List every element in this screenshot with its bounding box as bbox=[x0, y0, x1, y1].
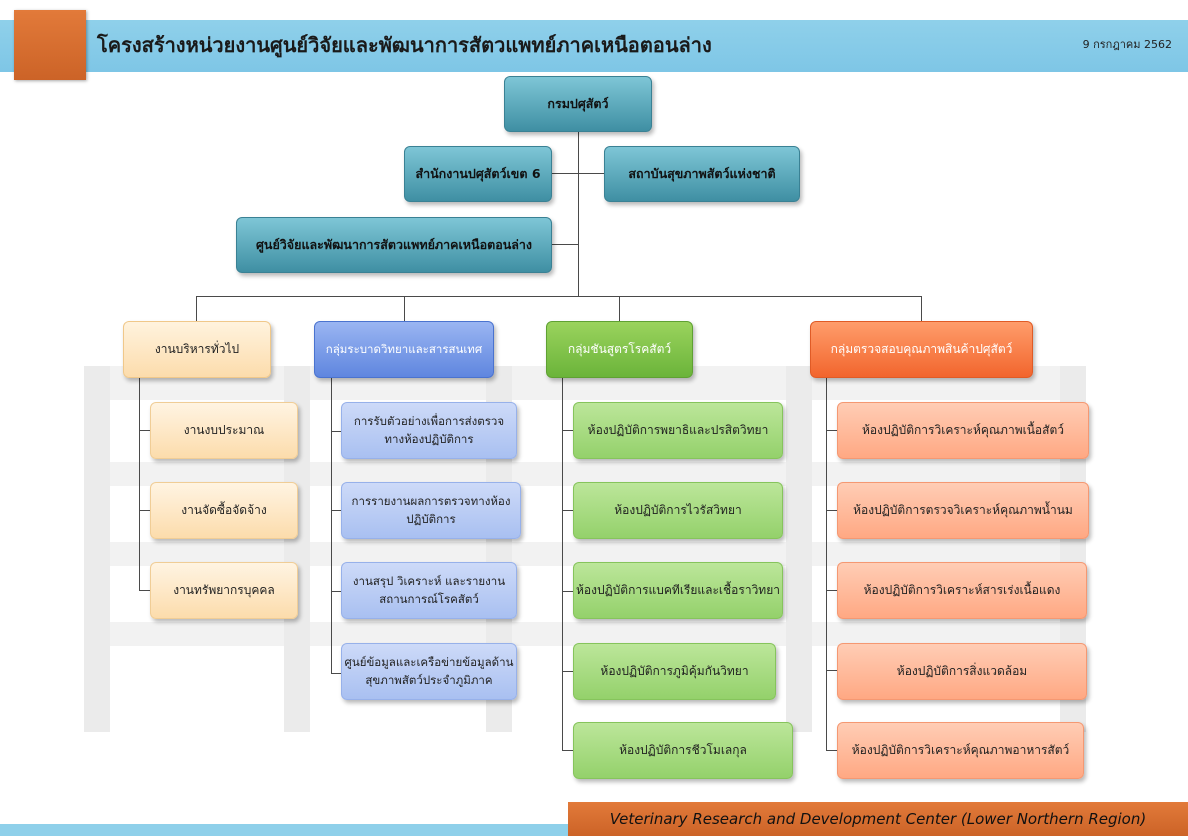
admin-item-budget: งานงบประมาณ bbox=[150, 402, 298, 459]
connector-line bbox=[826, 378, 827, 751]
item-label: ห้องปฏิบัติการพยาธิและปรสิตวิทยา bbox=[587, 423, 769, 438]
lab-item-pathology-parasitology: ห้องปฏิบัติการพยาธิและปรสิตวิทยา bbox=[573, 402, 783, 459]
org-node-label: กรมปศุสัตว์ bbox=[547, 96, 609, 112]
item-label: ห้องปฏิบัติการสิ่งแวดล้อม bbox=[896, 664, 1028, 679]
lab-item-molecular-biology: ห้องปฏิบัติการชีวโมเลกุล bbox=[573, 722, 793, 779]
header-accent-square bbox=[14, 10, 86, 80]
item-label: ห้องปฏิบัติการชีวโมเลกุล bbox=[619, 743, 747, 758]
connector-line bbox=[562, 378, 563, 751]
org-node-label: สำนักงานปศุสัตว์เขต 6 bbox=[415, 166, 541, 182]
group-header-label: กลุ่มชันสูตรโรคสัตว์ bbox=[567, 342, 672, 357]
connector-line bbox=[562, 430, 573, 431]
admin-item-hr: งานทรัพยากรบุคคล bbox=[150, 562, 298, 619]
connector-line bbox=[562, 671, 573, 672]
connector-line bbox=[196, 296, 922, 297]
connector-line bbox=[196, 296, 197, 322]
connector-line bbox=[552, 244, 578, 245]
connector-line bbox=[331, 378, 332, 674]
connector-line bbox=[331, 673, 341, 674]
connector-line bbox=[826, 590, 837, 591]
org-node-center: ศูนย์วิจัยและพัฒนาการสัตวแพทย์ภาคเหนือตอ… bbox=[236, 217, 552, 273]
item-label: ห้องปฏิบัติการวิเคราะห์คุณภาพเนื้อสัตว์ bbox=[861, 423, 1064, 438]
connector-line bbox=[562, 510, 573, 511]
item-label-line: การรายงานผลการตรวจทางห้อง bbox=[351, 493, 511, 508]
group-header-diagnosis: กลุ่มชันสูตรโรคสัตว์ bbox=[546, 321, 693, 378]
connector-line bbox=[826, 750, 837, 751]
connector-line bbox=[619, 296, 620, 322]
group-header-quality: กลุ่มตรวจสอบคุณภาพสินค้าปศุสัตว์ bbox=[810, 321, 1033, 378]
item-label-line: ปฏิบัติการ bbox=[406, 511, 456, 526]
connector-line bbox=[331, 591, 341, 592]
item-label: ห้องปฏิบัติการวิเคราะห์สารเร่งเนื้อแดง bbox=[863, 583, 1061, 598]
quality-item-environment: ห้องปฏิบัติการสิ่งแวดล้อม bbox=[837, 643, 1087, 700]
connector-line bbox=[139, 430, 150, 431]
connector-line bbox=[139, 590, 150, 591]
connector-line bbox=[331, 510, 341, 511]
item-label: ห้องปฏิบัติการภูมิคุ้มกันวิทยา bbox=[600, 664, 749, 679]
connector-line bbox=[552, 173, 604, 174]
group-header-label: กลุ่มระบาดวิทยาและสารสนเทศ bbox=[325, 341, 483, 356]
quality-item-meat: ห้องปฏิบัติการวิเคราะห์คุณภาพเนื้อสัตว์ bbox=[837, 402, 1089, 459]
connector-line bbox=[578, 132, 579, 296]
admin-item-procurement: งานจัดซื้อจัดจ้าง bbox=[150, 482, 298, 539]
background-column bbox=[84, 366, 110, 732]
epi-item-data-center: ศูนย์ข้อมูลและเครือข่ายข้อมูลด้าน สุขภาพ… bbox=[341, 643, 517, 700]
item-label-line: การรับตัวอย่างเพื่อการส่งตรวจ bbox=[353, 413, 505, 428]
background-column bbox=[786, 366, 812, 732]
item-label: งานทรัพยากรบุคคล bbox=[173, 583, 275, 598]
connector-line bbox=[562, 591, 573, 592]
group-header-admin: งานบริหารทั่วไป bbox=[123, 321, 271, 378]
epi-item-result-reporting: การรายงานผลการตรวจทางห้อง ปฏิบัติการ bbox=[341, 482, 521, 539]
item-label-line: สถานการณ์โรคสัตว์ bbox=[379, 591, 479, 606]
connector-line bbox=[331, 431, 341, 432]
epi-item-situation-analysis: งานสรุป วิเคราะห์ และรายงาน สถานการณ์โรค… bbox=[341, 562, 517, 619]
item-label-line: งานสรุป วิเคราะห์ และรายงาน bbox=[352, 573, 506, 588]
item-label: ห้องปฏิบัติการไวรัสวิทยา bbox=[614, 503, 742, 518]
item-label-line: ศูนย์ข้อมูลและเครือข่ายข้อมูลด้าน bbox=[344, 654, 514, 669]
connector-line bbox=[921, 296, 922, 322]
group-header-label: กลุ่มตรวจสอบคุณภาพสินค้าปศุสัตว์ bbox=[830, 342, 1013, 357]
item-label: งานงบประมาณ bbox=[183, 423, 265, 438]
connector-line bbox=[404, 296, 405, 322]
connector-line bbox=[826, 670, 837, 671]
page-title: โครงสร้างหน่วยงานศูนย์วิจัยและพัฒนาการสั… bbox=[97, 33, 712, 57]
lab-item-virology: ห้องปฏิบัติการไวรัสวิทยา bbox=[573, 482, 783, 539]
header-date: 9 กรกฎาคม 2562 bbox=[1082, 38, 1172, 51]
item-label: ห้องปฏิบัติการตรวจวิเคราะห์คุณภาพน้ำนม bbox=[853, 503, 1073, 518]
item-label: งานจัดซื้อจัดจ้าง bbox=[181, 503, 267, 518]
connector-line bbox=[562, 750, 573, 751]
lab-item-immunology: ห้องปฏิบัติการภูมิคุ้มกันวิทยา bbox=[573, 643, 776, 700]
group-header-label: งานบริหารทั่วไป bbox=[154, 342, 240, 357]
lab-item-bacteriology-mycology: ห้องปฏิบัติการแบคทีเรียและเชื้อราวิทยา bbox=[573, 562, 783, 619]
org-node-label: ศูนย์วิจัยและพัฒนาการสัตวแพทย์ภาคเหนือตอ… bbox=[255, 237, 533, 253]
org-node-label: สถาบันสุขภาพสัตว์แห่งชาติ bbox=[628, 166, 776, 182]
org-node-root: กรมปศุสัตว์ bbox=[504, 76, 652, 132]
background-strip bbox=[84, 622, 1086, 646]
header-bar bbox=[0, 20, 1188, 72]
org-node-national-institute: สถาบันสุขภาพสัตว์แห่งชาติ bbox=[604, 146, 800, 202]
quality-item-beta-agonist: ห้องปฏิบัติการวิเคราะห์สารเร่งเนื้อแดง bbox=[837, 562, 1087, 619]
item-label-line: ทางห้องปฏิบัติการ bbox=[384, 431, 474, 446]
item-label: ห้องปฏิบัติการแบคทีเรียและเชื้อราวิทยา bbox=[576, 583, 780, 598]
connector-line bbox=[826, 510, 837, 511]
quality-item-feed: ห้องปฏิบัติการวิเคราะห์คุณภาพอาหารสัตว์ bbox=[837, 722, 1084, 779]
item-label: ห้องปฏิบัติการวิเคราะห์คุณภาพอาหารสัตว์ bbox=[851, 743, 1070, 758]
connector-line bbox=[139, 510, 150, 511]
group-header-epidemiology: กลุ่มระบาดวิทยาและสารสนเทศ bbox=[314, 321, 494, 378]
quality-item-milk: ห้องปฏิบัติการตรวจวิเคราะห์คุณภาพน้ำนม bbox=[837, 482, 1089, 539]
footer-label: Veterinary Research and Development Cent… bbox=[568, 802, 1188, 836]
org-node-region-office: สำนักงานปศุสัตว์เขต 6 bbox=[404, 146, 552, 202]
connector-line bbox=[826, 430, 837, 431]
item-label-line: สุขภาพสัตว์ประจำภูมิภาค bbox=[365, 672, 493, 687]
epi-item-sample-receiving: การรับตัวอย่างเพื่อการส่งตรวจ ทางห้องปฏิ… bbox=[341, 402, 517, 459]
connector-line bbox=[139, 378, 140, 591]
